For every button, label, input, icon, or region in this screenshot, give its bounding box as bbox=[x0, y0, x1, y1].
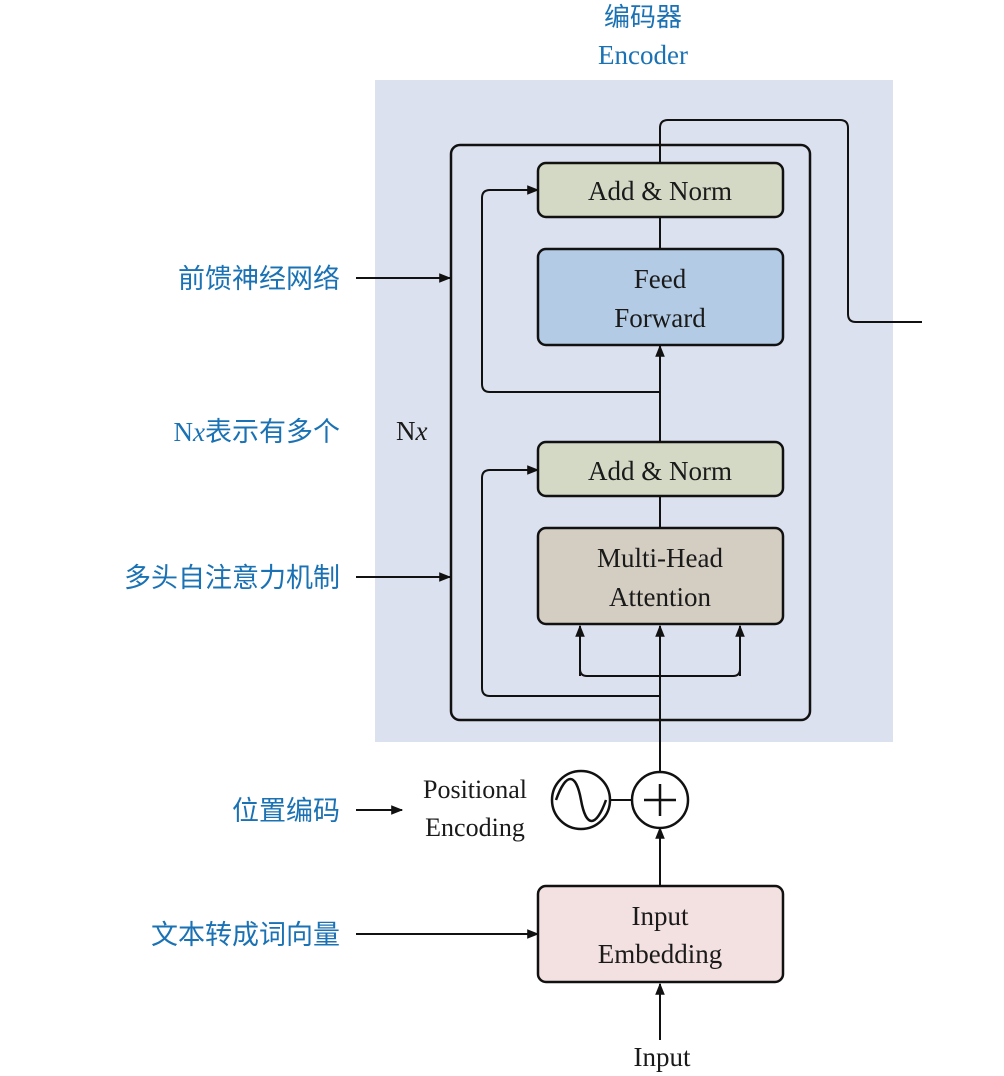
annotation-mhsa: 多头自注意力机制 bbox=[124, 563, 340, 594]
nx-layer-frame bbox=[449, 143, 812, 722]
title-zh: 编码器 bbox=[604, 3, 682, 33]
add-norm-top-box bbox=[536, 161, 785, 219]
nx-label: Nx bbox=[396, 416, 428, 446]
attention-label-2: Attention bbox=[609, 582, 711, 612]
plus-icon bbox=[630, 770, 690, 830]
annotation-emb: 文本转成词向量 bbox=[151, 920, 340, 951]
positional-encoding-label-2: Encoding bbox=[425, 813, 525, 842]
feed-forward-label-1: Feed bbox=[634, 264, 687, 294]
attention-label-1: Multi-Head bbox=[597, 543, 723, 573]
connectors bbox=[481, 119, 922, 1040]
feed-forward-label-2: Forward bbox=[614, 303, 706, 333]
annotation-pos: 位置编码 bbox=[232, 796, 340, 827]
positional-encoding-label-1: Positional bbox=[423, 775, 527, 804]
add-norm-bottom-label: Add & Norm bbox=[588, 456, 732, 486]
input-embedding-label-2: Embedding bbox=[598, 939, 722, 969]
input-embedding-label-1: Input bbox=[632, 901, 689, 931]
feed-forward-box bbox=[536, 247, 785, 347]
attention-box bbox=[536, 526, 785, 626]
sine-wave-icon bbox=[550, 769, 612, 831]
annotation-nx: Nx表示有多个 bbox=[174, 417, 340, 448]
title-en: Encoder bbox=[598, 40, 688, 70]
add-norm-top-label: Add & Norm bbox=[588, 176, 732, 206]
annotation-ffn: 前馈神经网络 bbox=[178, 264, 340, 295]
add-norm-bottom-box bbox=[536, 440, 785, 498]
input-label: Input bbox=[634, 1042, 691, 1072]
